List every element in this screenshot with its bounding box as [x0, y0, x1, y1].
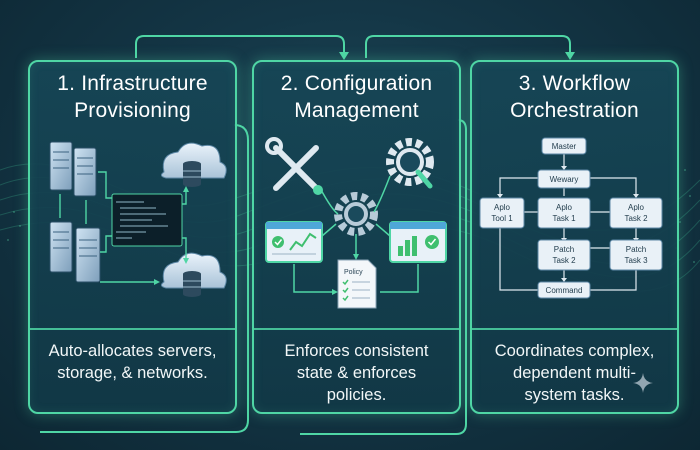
desc-line2: dependent multi- — [513, 364, 636, 382]
node-wewary-label: Wewary — [550, 175, 579, 184]
panel-configuration-management: 2. Configuration Management — [252, 60, 461, 414]
panel-description: Auto-allocates servers, storage, & netwo… — [36, 340, 229, 384]
node-tool1-label-a: Aplo — [494, 203, 511, 212]
desc-line1: Enforces consistent — [284, 342, 429, 360]
panel-title-line1: 1. Infrastructure — [57, 72, 208, 95]
panel-title: 2. Configuration Management — [254, 70, 459, 124]
node-patch2-label-b: Task 2 — [552, 256, 576, 265]
desc-line2: state & enforces — [296, 364, 417, 382]
desc-line1: Auto-allocates servers, — [48, 342, 217, 360]
node-tool1-label-b: Tool 1 — [491, 214, 513, 223]
panel-title: 3. Workflow Orchestration — [472, 70, 677, 124]
node-task2: Aplo Task 2 — [609, 197, 663, 229]
node-command: Command — [537, 281, 591, 299]
server-icon — [49, 141, 97, 197]
node-patch2-label-a: Patch — [554, 245, 574, 254]
node-wewary: Wewary — [537, 169, 591, 189]
node-master: Master — [541, 137, 587, 155]
gear-icon — [386, 138, 434, 189]
panel-title-line1: 3. Workflow — [518, 72, 631, 95]
panel-title: 1. Infrastructure Provisioning — [30, 70, 235, 124]
panel-title-line2: Management — [294, 99, 419, 122]
configuration-illustration: Policy — [265, 137, 447, 309]
node-master-label: Master — [552, 142, 577, 151]
wrench-screwdriver-icon — [273, 145, 319, 191]
panel-description: Coordinates complex, dependent multi- sy… — [478, 340, 671, 406]
dashboard-icon — [265, 221, 323, 263]
node-task1-label-b: Task 1 — [552, 214, 576, 223]
cloud-database-icon — [160, 142, 227, 187]
desc-line2: storage, & networks. — [57, 364, 208, 382]
terminal-icon — [111, 193, 183, 247]
desc-line1: Coordinates complex, — [494, 342, 655, 360]
panel-title-line1: 2. Configuration — [280, 72, 433, 95]
workflow-diagram: Master Wewary Aplo Tool 1 Aplo Task 1 Ap… — [479, 137, 663, 299]
cloud-database-icon — [160, 252, 227, 297]
desc-line3: policies. — [326, 386, 387, 404]
server-icon — [49, 221, 101, 283]
node-patch3-label-b: Task 3 — [624, 256, 648, 265]
node-task1-label-a: Aplo — [556, 203, 573, 212]
dashboard-icon — [389, 221, 447, 263]
panel-description: Enforces consistent state & enforces pol… — [260, 340, 453, 406]
node-task2-label-b: Task 2 — [624, 214, 648, 223]
panel-title-line2: Orchestration — [510, 99, 639, 122]
node-patch-task3: Patch Task 3 — [609, 239, 663, 271]
panel-workflow-orchestration: 3. Workflow Orchestration — [470, 60, 679, 414]
panel-divider — [30, 328, 235, 330]
node-task2-label-a: Aplo — [628, 203, 645, 212]
panel-title-line2: Provisioning — [74, 99, 191, 122]
policy-document-icon: Policy — [337, 259, 377, 309]
node-command-label: Command — [546, 286, 583, 295]
panel-divider — [472, 328, 677, 330]
panel-divider — [254, 328, 459, 330]
node-patch3-label-a: Patch — [626, 245, 646, 254]
sparkle-icon — [633, 373, 653, 393]
panel-infrastructure-provisioning: 1. Infrastructure Provisioning — [28, 60, 237, 414]
infrastructure-illustration — [49, 141, 227, 297]
node-task1: Aplo Task 1 — [537, 197, 591, 229]
node-tool1: Aplo Tool 1 — [479, 197, 525, 229]
policy-label: Policy — [344, 269, 363, 276]
desc-line3: system tasks. — [524, 386, 625, 404]
gear-icon — [334, 192, 378, 236]
node-patch-task2: Patch Task 2 — [537, 239, 591, 271]
